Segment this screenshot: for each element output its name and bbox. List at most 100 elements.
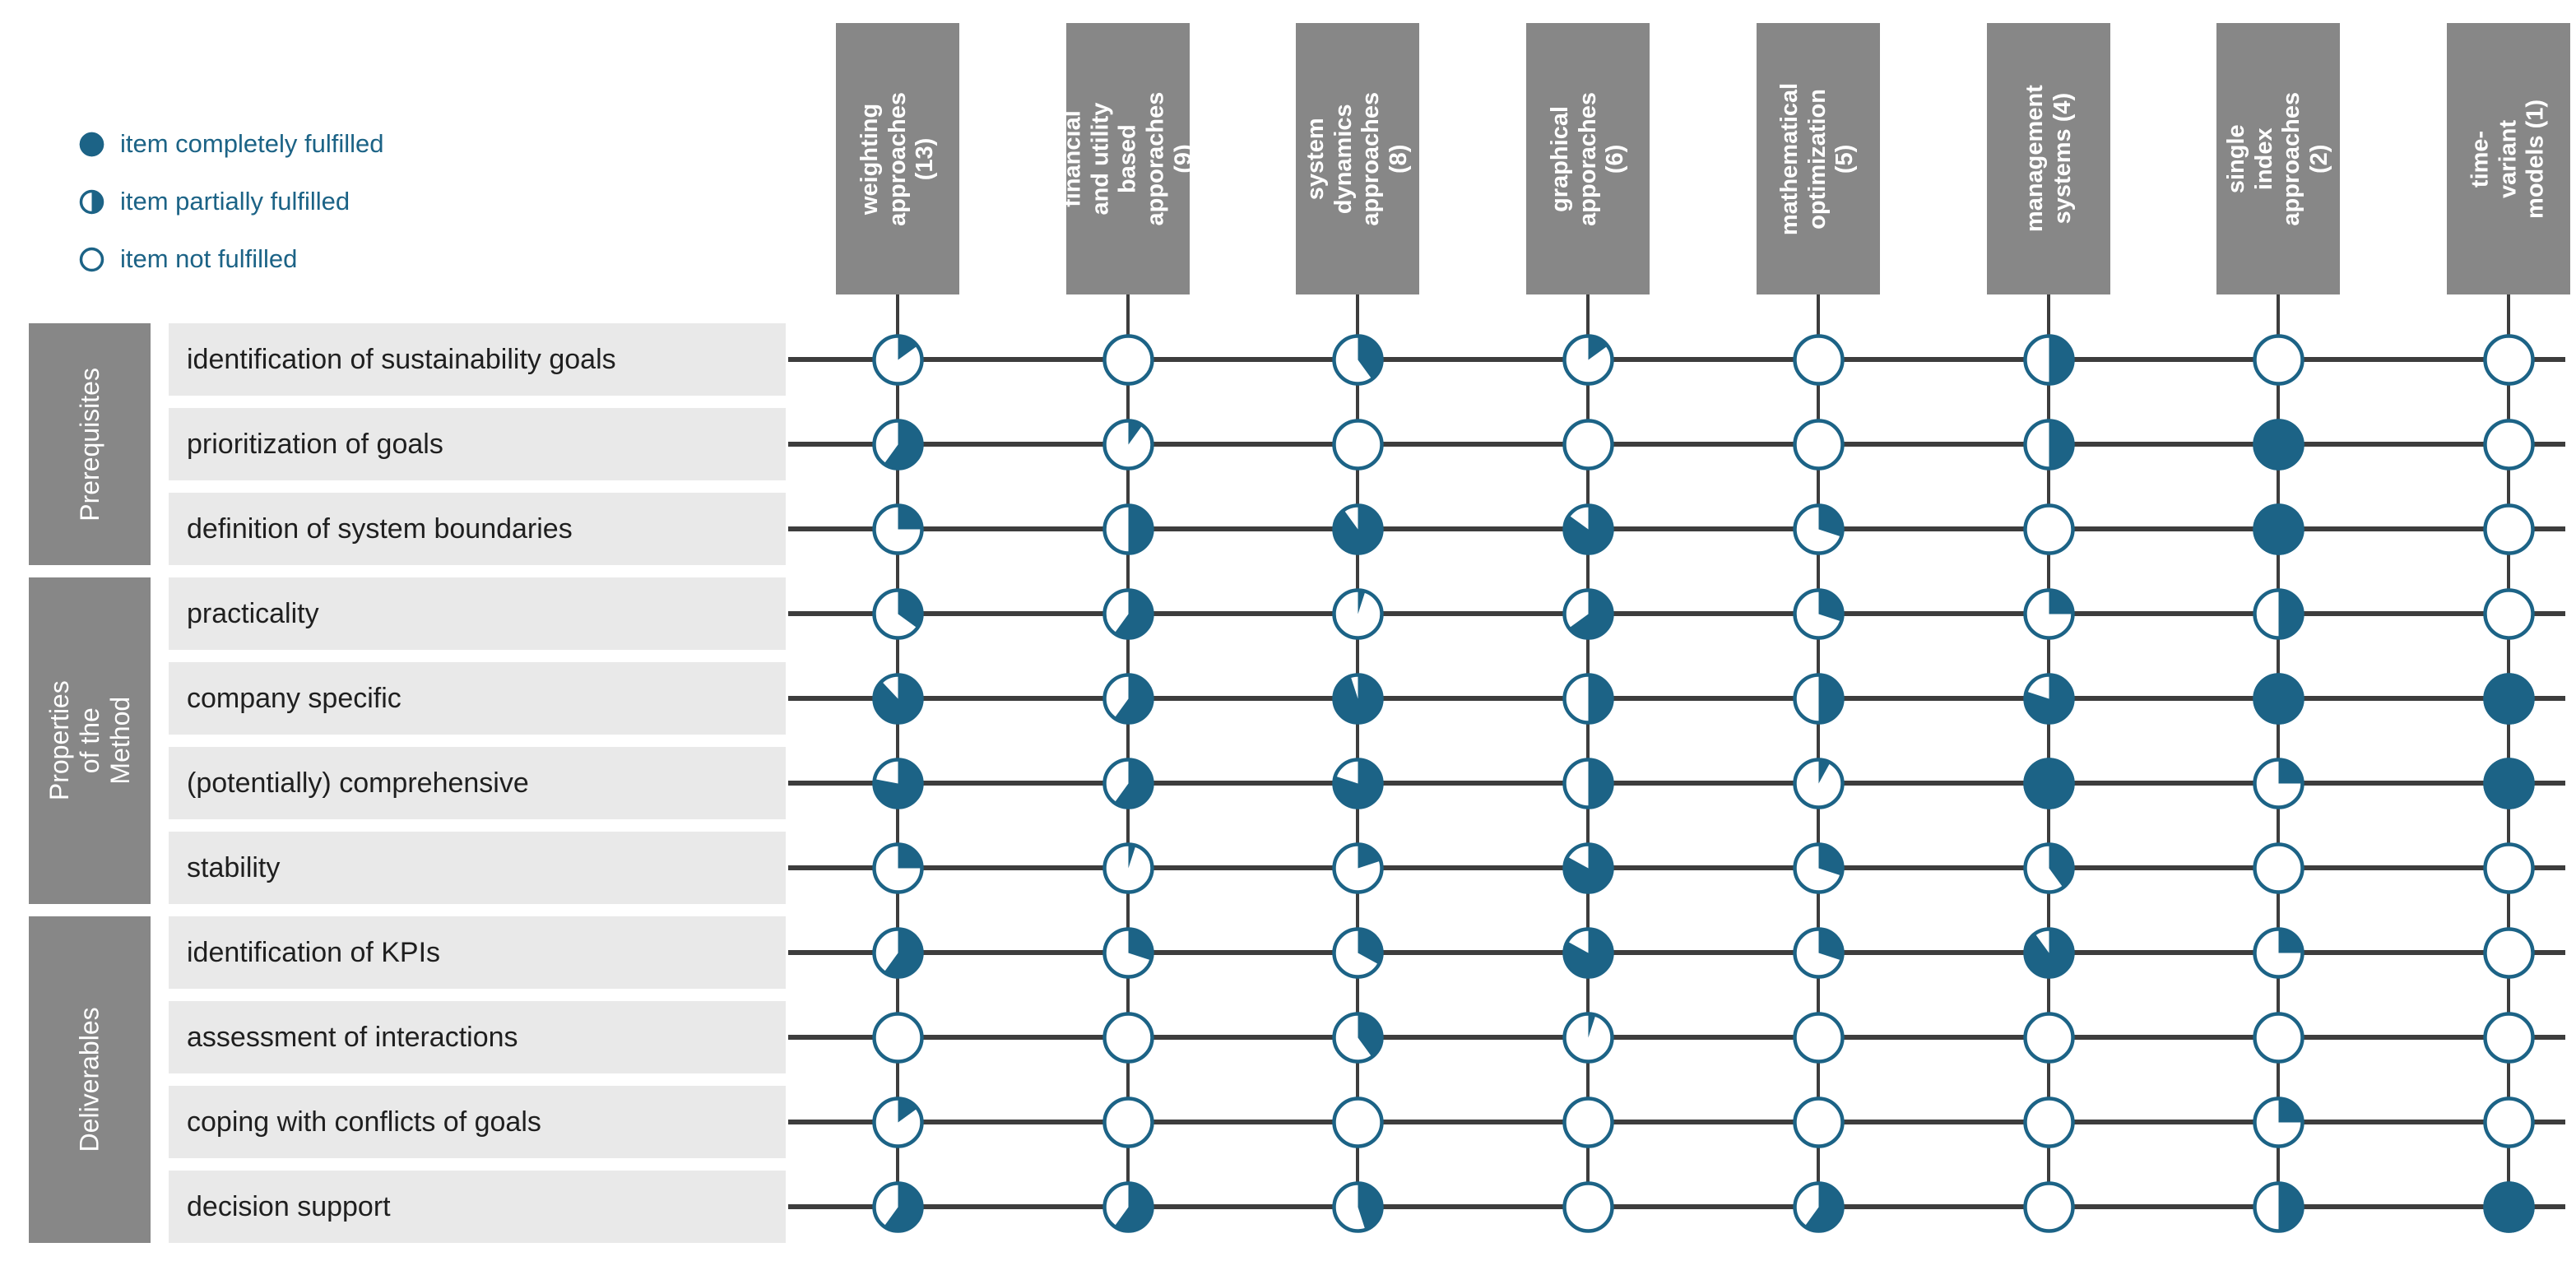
row-connector-line bbox=[788, 1204, 2565, 1209]
harvey-ball-icon bbox=[2483, 673, 2535, 725]
harvey-ball bbox=[870, 1095, 926, 1150]
column-header-label: time-variant models (1) bbox=[2467, 99, 2549, 219]
harvey-ball-icon bbox=[1562, 758, 1614, 809]
harvey-ball-icon bbox=[2483, 1012, 2535, 1064]
harvey-ball-icon bbox=[2023, 1096, 2075, 1148]
harvey-ball bbox=[1561, 925, 1616, 981]
row-label: assessment of interactions bbox=[187, 1021, 518, 1053]
legend-item: item not fulfilled bbox=[78, 241, 297, 277]
harvey-ball bbox=[1101, 417, 1156, 472]
row-group-label: Prerequisites bbox=[74, 367, 104, 522]
harvey-ball bbox=[1791, 1010, 1846, 1065]
harvey-ball bbox=[870, 417, 926, 472]
harvey-ball-icon bbox=[1562, 673, 1614, 725]
harvey-ball-icon bbox=[2253, 419, 2304, 471]
harvey-ball-icon bbox=[2023, 1012, 2075, 1064]
harvey-ball-icon bbox=[1332, 927, 1384, 979]
harvey-ball bbox=[1101, 671, 1156, 726]
harvey-ball-icon bbox=[2483, 334, 2535, 386]
harvey-ball-icon bbox=[79, 132, 104, 156]
row-label-band: stability bbox=[169, 832, 786, 904]
harvey-ball-icon bbox=[2253, 758, 2304, 809]
harvey-ball-icon bbox=[2023, 758, 2075, 809]
harvey-ball bbox=[870, 502, 926, 557]
column-header: system dynamics approaches (8) bbox=[1296, 23, 1419, 294]
harvey-ball-icon bbox=[1102, 588, 1154, 640]
harvey-ball bbox=[1330, 841, 1385, 896]
harvey-ball-icon bbox=[1793, 503, 1845, 555]
harvey-ball-icon bbox=[872, 1181, 924, 1233]
harvey-ball-icon bbox=[2253, 503, 2304, 555]
column-header-label: financial and utility based apporaches (… bbox=[1058, 91, 1196, 226]
harvey-ball-icon bbox=[2253, 588, 2304, 640]
row-group-box: Properties of the Method bbox=[29, 577, 151, 904]
harvey-ball bbox=[2251, 332, 2306, 387]
harvey-ball bbox=[2481, 925, 2537, 981]
harvey-ball-icon bbox=[1332, 758, 1384, 809]
row-label: company specific bbox=[187, 682, 401, 714]
row-label: (potentially) comprehensive bbox=[187, 767, 529, 799]
row-label: prioritization of goals bbox=[187, 428, 443, 460]
harvey-ball-icon bbox=[2483, 419, 2535, 471]
harvey-ball bbox=[2481, 1180, 2537, 1235]
harvey-ball-icon bbox=[2483, 927, 2535, 979]
harvey-ball bbox=[1791, 586, 1846, 642]
row-group-label: Properties of the Method bbox=[44, 680, 135, 801]
harvey-ball-icon bbox=[1793, 758, 1845, 809]
harvey-ball bbox=[870, 586, 926, 642]
harvey-ball-icon bbox=[872, 927, 924, 979]
harvey-ball bbox=[2481, 1010, 2537, 1065]
harvey-ball-icon bbox=[1332, 673, 1384, 725]
harvey-ball bbox=[2021, 502, 2077, 557]
harvey-ball bbox=[1101, 332, 1156, 387]
column-header: weighting approaches (13) bbox=[836, 23, 959, 294]
column-header-label: system dynamics approaches (8) bbox=[1302, 91, 1412, 226]
harvey-ball bbox=[2481, 841, 2537, 896]
column-header: mathematical optimization (5) bbox=[1757, 23, 1880, 294]
harvey-ball-icon bbox=[2483, 588, 2535, 640]
harvey-ball bbox=[1791, 925, 1846, 981]
harvey-ball bbox=[2021, 841, 2077, 896]
harvey-ball-icon bbox=[1332, 588, 1384, 640]
harvey-ball-icon bbox=[2483, 1096, 2535, 1148]
harvey-ball bbox=[1791, 1180, 1846, 1235]
harvey-ball-icon bbox=[2023, 588, 2075, 640]
harvey-ball-icon bbox=[872, 588, 924, 640]
harvey-ball bbox=[870, 841, 926, 896]
harvey-ball bbox=[1101, 1010, 1156, 1065]
harvey-ball-icon bbox=[1102, 1096, 1154, 1148]
harvey-ball-icon bbox=[1102, 1012, 1154, 1064]
row-connector-line bbox=[788, 950, 2565, 955]
harvey-ball bbox=[1791, 756, 1846, 811]
legend-item-label: item completely fulfilled bbox=[120, 129, 384, 158]
harvey-ball-icon bbox=[872, 1012, 924, 1064]
harvey-ball-icon bbox=[2023, 927, 2075, 979]
harvey-ball bbox=[2251, 417, 2306, 472]
column-connector-line bbox=[896, 294, 899, 1207]
row-label-band: definition of system boundaries bbox=[169, 493, 786, 565]
legend-item-label: item not fulfilled bbox=[120, 244, 298, 273]
row-connector-line bbox=[788, 357, 2565, 362]
column-connector-line bbox=[1356, 294, 1359, 1207]
harvey-ball-icon bbox=[872, 673, 924, 725]
harvey-ball-icon bbox=[1332, 503, 1384, 555]
harvey-ball bbox=[2251, 1010, 2306, 1065]
harvey-ball bbox=[1330, 671, 1385, 726]
column-header: graphical apporaches (6) bbox=[1526, 23, 1650, 294]
harvey-ball-icon bbox=[872, 758, 924, 809]
harvey-ball bbox=[1101, 1180, 1156, 1235]
circle-full-icon bbox=[78, 131, 105, 158]
harvey-ball bbox=[1561, 841, 1616, 896]
column-connector-line bbox=[1126, 294, 1130, 1207]
harvey-ball-icon bbox=[2253, 673, 2304, 725]
harvey-ball-icon bbox=[1332, 1012, 1384, 1064]
row-label-band: (potentially) comprehensive bbox=[169, 747, 786, 819]
harvey-ball bbox=[1791, 417, 1846, 472]
harvey-ball-icon bbox=[1793, 673, 1845, 725]
row-label: definition of system boundaries bbox=[187, 512, 573, 545]
harvey-ball bbox=[1101, 586, 1156, 642]
row-connector-line bbox=[788, 781, 2565, 786]
harvey-ball-icon bbox=[1562, 503, 1614, 555]
harvey-ball-icon bbox=[1793, 588, 1845, 640]
harvey-ball-icon bbox=[1102, 758, 1154, 809]
